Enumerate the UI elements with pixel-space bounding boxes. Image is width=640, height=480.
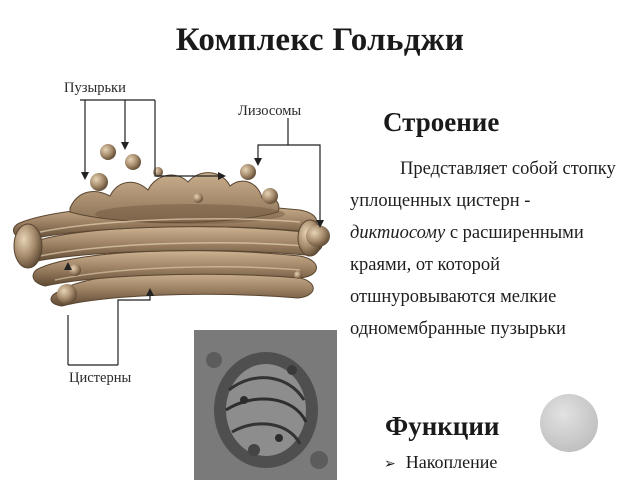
functions-list: Накопление [384,452,498,473]
label-vesicles: Пузырьки [64,80,126,96]
watermark-logo [540,394,598,452]
description-text-end: с расширенными краями, от которой отшнур… [350,223,584,339]
cistern-stack [13,172,323,307]
functions-heading: Функции [385,411,500,441]
arrowheads [64,142,324,296]
description-text: Представляет собой стопку уплощенных цис… [350,159,616,211]
description-term: диктиосому [350,223,446,243]
cistern-top [69,172,280,223]
function-item: Накопление [384,452,498,473]
label-lysosomes: Лизосомы [238,103,302,119]
structure-description: Представляет собой стопку уплощенных цис… [350,153,630,345]
slide-title: Комплекс Гольджи [175,22,465,58]
pointer-lines [67,99,321,366]
structure-heading: Строение [383,107,500,137]
label-cisterns: Цистерны [69,370,132,386]
electron-micrograph [194,330,337,480]
